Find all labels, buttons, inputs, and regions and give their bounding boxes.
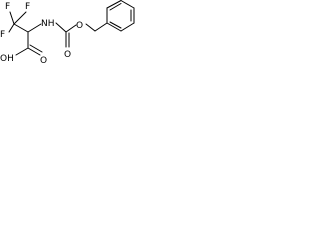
atom-oxygen-carbamate-carbonyl: O <box>64 50 71 60</box>
bond-c1-f-right <box>13 11 27 25</box>
ring-double-inner-1 <box>109 21 122 29</box>
atom-fluorine-right: F <box>25 2 30 12</box>
ring-bond-4 <box>120 0 135 9</box>
bond-calpha-nh <box>27 23 42 33</box>
bond-oester-ch2 <box>85 23 96 32</box>
bond-ccooh-oh <box>15 47 29 56</box>
bond-c1-calpha <box>13 23 29 33</box>
ring-bond-2 <box>120 22 135 32</box>
atom-nh: NH <box>41 19 55 29</box>
bond-ccooh-o-double-b <box>29 44 43 53</box>
bond-ch2-ring <box>94 22 108 32</box>
atom-oxygen-ester: O <box>76 21 83 31</box>
atom-oxygen-acid-carbonyl: O <box>40 56 47 66</box>
atom-fluorine-left: F <box>0 30 5 40</box>
chemical-structure-diagram: F F F NH OH O O O <box>0 0 135 66</box>
bond-c1-f-left <box>8 23 15 33</box>
bond-c1-f-top <box>9 11 15 25</box>
ring-double-inner-3 <box>109 3 122 11</box>
ring-bond-1 <box>106 22 122 32</box>
bond-nh-ccarb <box>55 22 67 33</box>
atom-labels: F F F NH OH O O O <box>0 2 83 66</box>
atom-fluorine-top: F <box>5 2 10 12</box>
atom-hydroxyl: OH <box>0 54 14 64</box>
benzene-ring <box>106 0 135 32</box>
bond-ccarb-oester <box>65 24 77 33</box>
ring-bond-5 <box>106 0 122 9</box>
bond-ccooh-o-double-a <box>27 47 41 56</box>
bonds <box>8 11 108 56</box>
